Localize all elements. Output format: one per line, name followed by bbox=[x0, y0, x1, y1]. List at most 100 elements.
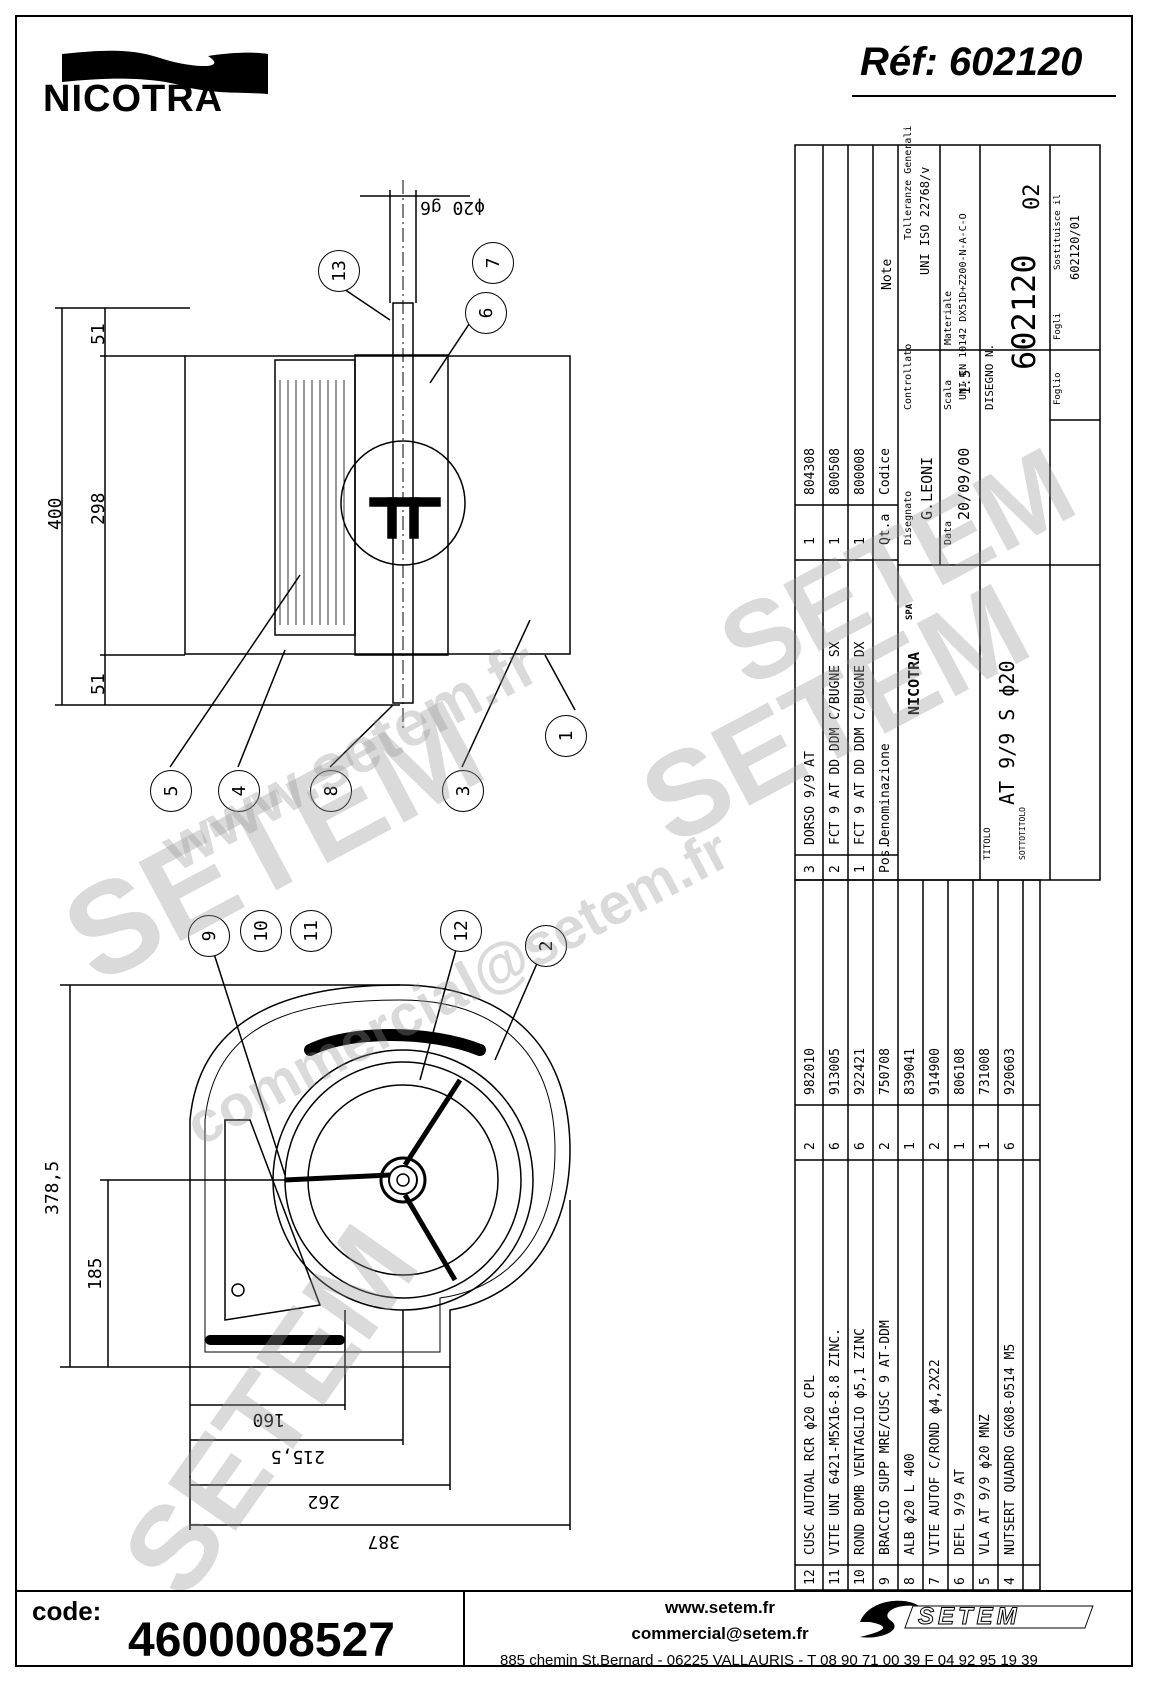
dim-185: 185 bbox=[85, 1257, 106, 1290]
parts_lower-row-2-code: 922421 bbox=[853, 1048, 868, 1095]
parts_lower-row-0-qty: 2 bbox=[803, 1142, 818, 1150]
parts_lower-row-0-pos: 12 bbox=[803, 1569, 818, 1585]
setem-logo-text: SETEM bbox=[918, 1603, 1021, 1631]
callout-1: 1 bbox=[545, 715, 587, 757]
callout-4: 4 bbox=[218, 770, 260, 812]
company-name: NICOTRA bbox=[905, 651, 923, 715]
callout-9: 9 bbox=[188, 915, 230, 957]
parts_lower-row-3-pos: 9 bbox=[878, 1577, 893, 1585]
parts_lower-row-2-qty: 6 bbox=[853, 1142, 868, 1150]
dim-51-bottom: 51 bbox=[88, 673, 109, 695]
parts_upper-row-0-name: DORSO 9/9 AT bbox=[803, 751, 818, 845]
parts_lower-row-2-pos: 10 bbox=[853, 1569, 868, 1585]
callout-2: 2 bbox=[525, 925, 567, 967]
parts_lower-row-6-qty: 1 bbox=[953, 1142, 968, 1150]
data-label: Data bbox=[943, 520, 954, 545]
tolerance-value: UNI ISO 22768/v bbox=[918, 166, 932, 275]
parts_upper-row-2-code: 800008 bbox=[853, 448, 868, 495]
parts_upper-row-0-pos: 3 bbox=[803, 865, 818, 873]
sottotitolo-label: SOTTOTITOLO bbox=[1018, 807, 1027, 860]
data-value: 20/09/00 bbox=[955, 447, 973, 520]
detail-circle bbox=[340, 440, 466, 566]
setem-logo-icon bbox=[860, 1600, 1094, 1638]
parts_lower-row-8-code: 920603 bbox=[1003, 1048, 1018, 1095]
dim-298: 298 bbox=[88, 492, 109, 525]
code-value: 4600008527 bbox=[128, 1614, 395, 1667]
drawing-frame bbox=[15, 15, 1133, 1667]
parts_lower-row-5-code: 914900 bbox=[928, 1048, 943, 1095]
parts_upper-row-1-name: FCT 9 AT DD DDM C/BUGNE SX bbox=[828, 641, 843, 846]
callout-11: 11 bbox=[290, 910, 332, 952]
parts_lower-row-5-name: VITE AUTOF C/ROND ϕ4,2X22 bbox=[928, 1359, 943, 1555]
dim-160: 160 bbox=[252, 1409, 285, 1430]
parts_upper-row-3-pos: Pos. bbox=[878, 841, 893, 873]
callout-3: 3 bbox=[442, 770, 484, 812]
reference-underline bbox=[852, 35, 1116, 97]
materiale-label: Materiale bbox=[943, 290, 954, 345]
parts_lower-row-8-pos: 4 bbox=[1003, 1577, 1018, 1585]
callout-12: 12 bbox=[440, 910, 482, 952]
note-label: Note bbox=[880, 258, 895, 290]
deflector-outline bbox=[354, 354, 449, 656]
parts_upper-row-3-qty: Qt.a bbox=[878, 513, 893, 545]
parts_lower-row-6-pos: 6 bbox=[953, 1577, 968, 1585]
titolo-value: AT 9/9 S ϕ20 bbox=[995, 660, 1019, 806]
revision: 02 bbox=[1020, 183, 1045, 211]
parts_lower-row-7-pos: 5 bbox=[978, 1577, 993, 1585]
nicotra-logo-icon bbox=[62, 50, 268, 94]
housing-outline bbox=[184, 355, 571, 655]
tolerance-label: Tolleranze Generali bbox=[903, 125, 914, 240]
parts_upper-row-2-pos: 1 bbox=[853, 865, 868, 873]
titolo-label: TITOLO bbox=[983, 827, 993, 860]
scroll-housing bbox=[189, 984, 571, 1368]
parts_lower-row-5-qty: 2 bbox=[928, 1142, 943, 1150]
parts_lower-row-6-name: DEFL 9/9 AT bbox=[953, 1468, 968, 1555]
parts_upper-row-0-qty: 1 bbox=[803, 537, 818, 545]
callout-13: 13 bbox=[318, 250, 360, 292]
parts_lower-row-0-name: CUSC AUTOAL RCR ϕ20 CPL bbox=[803, 1374, 818, 1555]
scala-label: Scala bbox=[943, 379, 954, 410]
parts_lower-row-8-name: NUTSERT QUADRO GK08-0514 M5 bbox=[1003, 1343, 1018, 1555]
sostituisce-label: Sostituisce il bbox=[1053, 194, 1063, 270]
dim-shaft: ϕ20 g6 bbox=[419, 197, 485, 218]
parts_lower-row-5-pos: 7 bbox=[928, 1577, 943, 1585]
parts_upper-row-1-qty: 1 bbox=[828, 537, 843, 545]
parts_upper-row-0-code: 804308 bbox=[803, 448, 818, 495]
contact-block: www.setem.fr commercial@setem.fr bbox=[570, 1595, 870, 1647]
dim-387: 387 bbox=[367, 1531, 400, 1552]
dim-378: 378,5 bbox=[42, 1160, 63, 1215]
parts_lower-row-6-code: 806108 bbox=[953, 1048, 968, 1095]
parts_lower-row-1-code: 913005 bbox=[828, 1048, 843, 1095]
parts_lower-row-4-qty: 1 bbox=[903, 1142, 918, 1150]
callout-6: 6 bbox=[465, 292, 507, 334]
parts_upper-row-3-name: Denominazione bbox=[878, 743, 893, 845]
reference-number: Réf: 602120 bbox=[860, 40, 1083, 84]
parts_lower-row-8-qty: 6 bbox=[1003, 1142, 1018, 1150]
parts_upper-row-1-pos: 2 bbox=[828, 865, 843, 873]
parts_lower-row-4-name: ALB ϕ20 L 400 bbox=[903, 1453, 918, 1555]
email-link[interactable]: commercial@setem.fr bbox=[631, 1624, 809, 1643]
website-link[interactable]: www.setem.fr bbox=[665, 1598, 775, 1617]
parts_lower-row-4-code: 839041 bbox=[903, 1048, 918, 1095]
callout-7: 7 bbox=[472, 242, 514, 284]
address: 885 chemin St.Bernard - 06225 VALLAURIS … bbox=[500, 1652, 1038, 1669]
company-suffix: SPA bbox=[905, 603, 915, 620]
parts_lower-row-1-name: VITE UNI 6421-M5X16-8.8 ZINC. bbox=[828, 1328, 843, 1555]
parts_lower-row-4-pos: 8 bbox=[903, 1577, 918, 1585]
parts_upper-row-2-qty: 1 bbox=[853, 537, 868, 545]
fogli-label: Fogli bbox=[1053, 312, 1063, 340]
disegnato-value: G.LEONI bbox=[918, 456, 936, 520]
parts_lower-row-2-name: ROND BOMB VENTAGLIO ϕ5,1 ZINC bbox=[853, 1328, 868, 1555]
code-label: code: bbox=[32, 1596, 102, 1626]
parts_upper-row-3-code: Codice bbox=[878, 448, 893, 495]
parts_upper-row-2-name: FCT 9 AT DD DDM C/BUGNE DX bbox=[853, 641, 868, 846]
dim-51-top: 51 bbox=[88, 323, 109, 345]
callout-10: 10 bbox=[240, 910, 282, 952]
parts_lower-row-7-qty: 1 bbox=[978, 1142, 993, 1150]
disegno-value: 602120 bbox=[1005, 254, 1043, 370]
footer bbox=[15, 1590, 1133, 1669]
dim-215: 215,5 bbox=[270, 1446, 325, 1467]
code-box bbox=[15, 1590, 465, 1667]
callout-5: 5 bbox=[150, 770, 192, 812]
